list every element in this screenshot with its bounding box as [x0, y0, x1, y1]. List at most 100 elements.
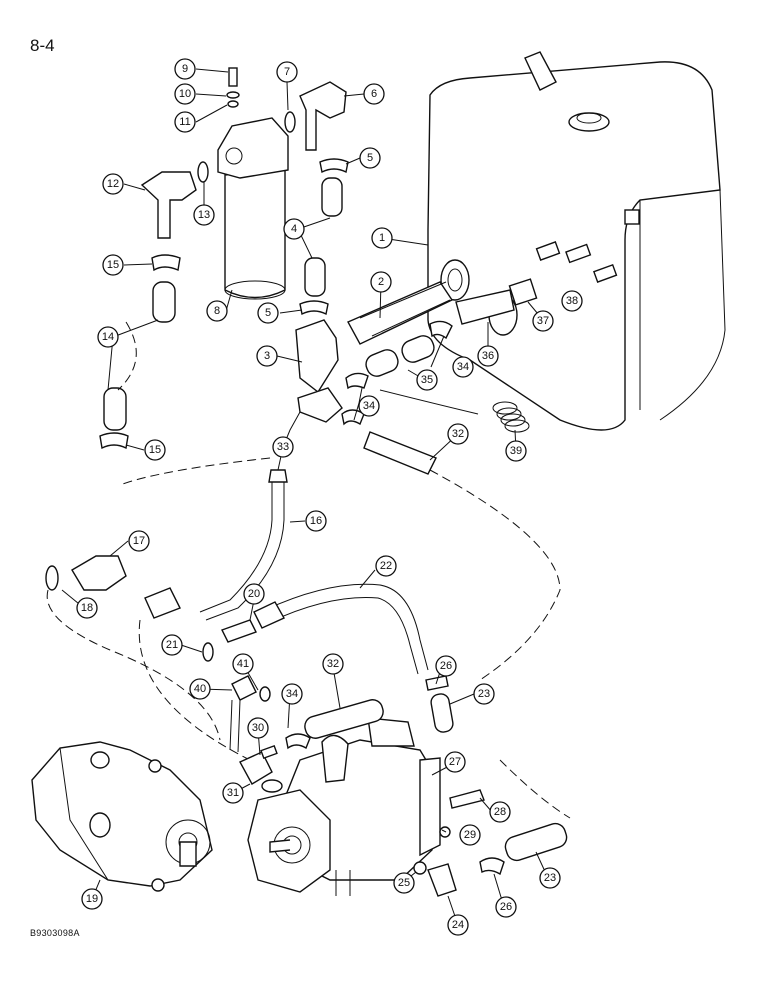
- svg-text:28: 28: [494, 806, 506, 818]
- svg-text:39: 39: [510, 445, 522, 457]
- callout-26a: 26: [435, 655, 457, 677]
- svg-text:13: 13: [198, 209, 210, 221]
- callout-2: 2: [370, 271, 392, 293]
- callout-20: 20: [243, 583, 265, 605]
- callout-5a: 5: [359, 147, 381, 169]
- callout-27: 27: [444, 751, 466, 773]
- svg-text:40: 40: [194, 683, 206, 695]
- svg-text:20: 20: [248, 588, 260, 600]
- callout-28: 28: [489, 801, 511, 823]
- spring-39: [492, 401, 530, 433]
- svg-text:25: 25: [398, 877, 410, 889]
- callout-36: 36: [477, 345, 499, 367]
- svg-text:26: 26: [500, 901, 512, 913]
- svg-text:34: 34: [286, 688, 298, 700]
- svg-text:5: 5: [265, 307, 271, 319]
- page-number: 8-4: [30, 36, 55, 55]
- callout-29: 29: [459, 824, 481, 846]
- main-pump: [229, 675, 568, 897]
- callout-15b: 15: [144, 439, 166, 461]
- callout-19: 19: [81, 888, 103, 910]
- callout-32b: 32: [322, 653, 344, 675]
- callout-5b: 5: [257, 302, 279, 324]
- svg-text:35: 35: [421, 374, 433, 386]
- svg-text:29: 29: [464, 829, 476, 841]
- svg-text:41: 41: [237, 658, 249, 670]
- svg-text:34: 34: [363, 400, 375, 412]
- callout-7: 7: [276, 61, 298, 83]
- callout-30: 30: [247, 717, 269, 739]
- callout-11: 11: [174, 111, 196, 133]
- callout-34c: 34: [281, 683, 303, 705]
- callout-18: 18: [76, 597, 98, 619]
- svg-text:26: 26: [440, 660, 452, 672]
- callout-39: 39: [505, 440, 527, 462]
- routing-lines: [46, 457, 571, 819]
- svg-text:30: 30: [252, 722, 264, 734]
- svg-text:33: 33: [277, 441, 289, 453]
- callout-16: 16: [305, 510, 327, 532]
- callout-21: 21: [161, 634, 183, 656]
- svg-text:24: 24: [452, 919, 464, 931]
- callout-14: 14: [97, 326, 119, 348]
- svg-text:23: 23: [478, 688, 490, 700]
- filter-assembly: [140, 67, 347, 300]
- callouts: 1 2 3 4 5 5 6 7 8 9 10 11 12 13 14 15 15…: [76, 58, 583, 936]
- svg-text:15: 15: [149, 444, 161, 456]
- svg-text:17: 17: [133, 535, 145, 547]
- svg-text:32: 32: [327, 658, 339, 670]
- svg-text:37: 37: [537, 315, 549, 327]
- callout-34a: 34: [452, 356, 474, 378]
- svg-text:8: 8: [214, 305, 220, 317]
- callout-10: 10: [174, 83, 196, 105]
- callout-8: 8: [206, 300, 228, 322]
- svg-text:36: 36: [482, 350, 494, 362]
- callout-12: 12: [102, 173, 124, 195]
- svg-text:4: 4: [291, 223, 297, 235]
- svg-text:19: 19: [86, 893, 98, 905]
- svg-text:1: 1: [379, 232, 385, 244]
- callout-35: 35: [416, 369, 438, 391]
- svg-text:10: 10: [179, 88, 191, 100]
- svg-text:12: 12: [107, 178, 119, 190]
- callout-23b: 23: [539, 867, 561, 889]
- callout-23a: 23: [473, 683, 495, 705]
- figure-code: B9303098A: [30, 928, 80, 938]
- callout-22: 22: [375, 555, 397, 577]
- svg-text:7: 7: [284, 66, 290, 78]
- svg-text:21: 21: [166, 639, 178, 651]
- svg-text:11: 11: [179, 116, 190, 128]
- svg-text:2: 2: [378, 276, 384, 288]
- svg-text:34: 34: [457, 361, 469, 373]
- return-fittings: [295, 278, 538, 475]
- callout-9: 9: [174, 58, 196, 80]
- callout-32a: 32: [447, 423, 469, 445]
- callout-17: 17: [128, 530, 150, 552]
- svg-text:31: 31: [227, 787, 239, 799]
- callout-4: 4: [283, 218, 305, 240]
- svg-text:5: 5: [367, 152, 373, 164]
- svg-text:15: 15: [107, 259, 119, 271]
- callout-26b: 26: [495, 896, 517, 918]
- callout-24: 24: [447, 914, 469, 936]
- svg-text:14: 14: [102, 331, 114, 343]
- callout-6: 6: [363, 83, 385, 105]
- callout-38: 38: [561, 290, 583, 312]
- hydraulic-tank: [427, 51, 726, 431]
- svg-text:6: 6: [371, 88, 377, 100]
- secondary-pump: [31, 741, 213, 892]
- callout-1: 1: [371, 227, 393, 249]
- svg-text:16: 16: [310, 515, 322, 527]
- callout-3: 3: [256, 345, 278, 367]
- callout-15a: 15: [102, 254, 124, 276]
- callout-40: 40: [189, 678, 211, 700]
- callout-33: 33: [272, 436, 294, 458]
- callout-25: 25: [393, 872, 415, 894]
- svg-text:3: 3: [264, 350, 270, 362]
- svg-text:22: 22: [380, 560, 392, 572]
- svg-text:38: 38: [566, 295, 578, 307]
- svg-text:27: 27: [449, 756, 461, 768]
- callout-31: 31: [222, 782, 244, 804]
- svg-text:32: 32: [452, 428, 464, 440]
